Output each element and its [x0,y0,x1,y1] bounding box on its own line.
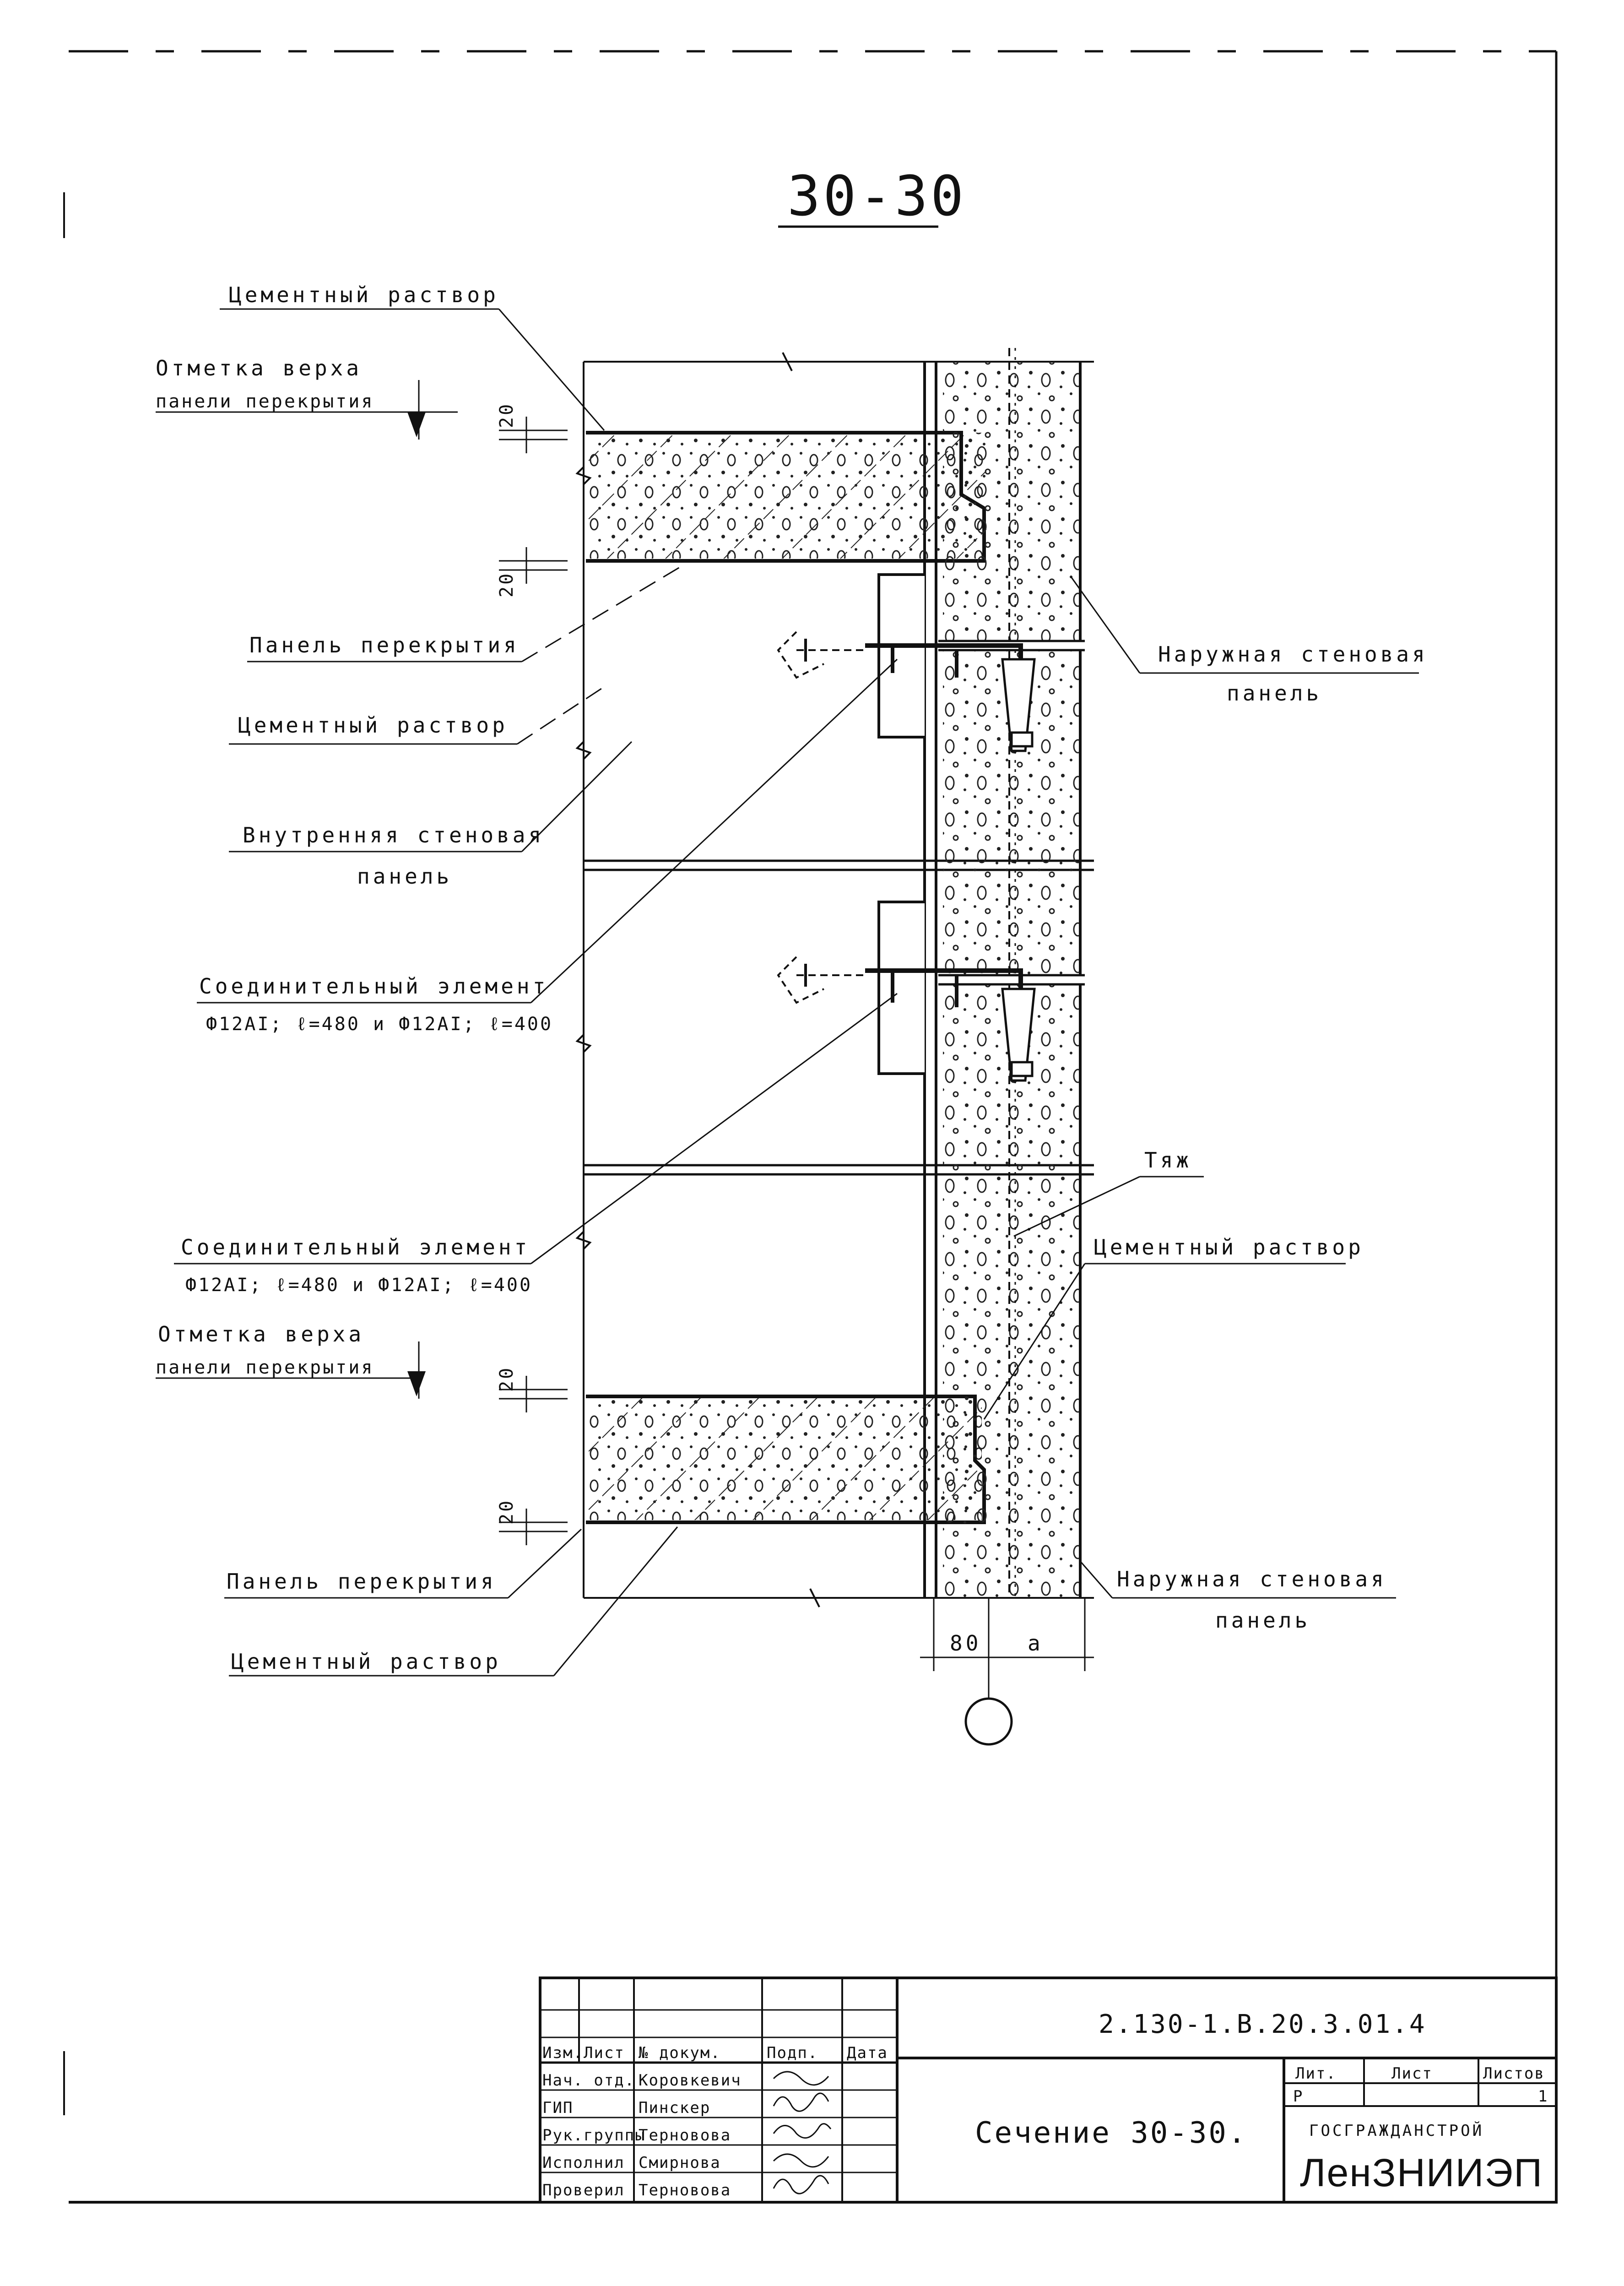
tb-sheet-title: Сечение 30-30. [975,2116,1247,2150]
tb-doc-number: 2.130-1.В.20.3.01.4 [1099,2009,1427,2039]
label-mark-top-line1: Отметка верха [156,356,362,380]
label-outer-wall-top-line2: панель [1227,681,1322,706]
dim-offset: a [1028,1631,1044,1656]
label-inner-wall-line2: панель [357,864,452,889]
tb-name-1: Коровкевич [639,2071,742,2090]
tb-header-change: Изм. [542,2044,584,2062]
label-cement-mortar-top: Цементный раствор [229,282,499,307]
label-connector-1-line1: Соединительный элемент [199,974,548,999]
tb-stage: Р [1293,2087,1303,2106]
axis-marker-circle [964,1697,1013,1746]
label-connector-2-line1: Соединительный элемент [181,1235,530,1260]
tb-header-sign: Подп. [767,2044,818,2062]
tb-role-5: Проверил [542,2181,625,2199]
leader-lines [156,308,1419,1677]
tb-org-top: ГОСГРАЖДАНСТРОЙ [1309,2121,1484,2140]
label-connector-2-line2: Ф12АI; ℓ=480 и Ф12АI; ℓ=400 [185,1275,532,1296]
tb-name-5: Терновова [639,2181,731,2199]
tb-role-4: Исполнил [542,2154,625,2172]
tb-name-3: Терновова [639,2126,731,2145]
dim-gap-bottom-1: 20 [496,1366,517,1392]
tb-role-1: Нач. отд. [542,2071,635,2090]
label-floor-panel-1: Панель перекрытия [249,633,520,657]
label-outer-wall-bottom-line2: панель [1215,1608,1310,1633]
dim-gap-top-1: 20 [496,402,517,428]
tb-sheets: 1 [1538,2087,1548,2106]
tb-role-2: ГИП [542,2099,573,2117]
tb-name-2: Пинскер [639,2099,710,2117]
section-title: 30-30 [787,165,966,228]
tb-header-date: Дата [847,2044,888,2062]
label-mark-bottom-line1: Отметка верха [158,1322,364,1347]
label-mark-bottom-line2: панели перекрытия [156,1357,374,1378]
section-drawing [407,348,1094,1746]
label-floor-panel-2: Панель перекрытия [227,1569,497,1594]
label-outer-wall-top-line1: Наружная стеновая [1158,642,1428,667]
tb-role-3: Рук.группы [542,2126,645,2145]
tb-header-doc: № докум. [639,2044,721,2062]
dim-gap-bottom-2: 20 [496,1499,517,1525]
label-outer-wall-bottom-line1: Наружная стеновая [1117,1567,1387,1591]
dim-gap-top-2: 20 [496,572,517,597]
tb-sheets-header: Листов [1483,2064,1545,2083]
tb-name-4: Смирнова [639,2154,721,2172]
label-connector-1-line2: Ф12АI; ℓ=480 и Ф12АI; ℓ=400 [206,1014,553,1035]
label-inner-wall-line1: Внутренняя стеновая [243,823,544,847]
tb-org-bottom: ЛенЗНИИЭП [1300,2151,1543,2195]
label-cement-mortar-2: Цементный раствор [238,713,508,738]
tb-sheet-header: Лист [1391,2064,1433,2083]
label-cement-mortar-right: Цементный раствор [1094,1235,1364,1260]
label-tie: Тяж [1144,1148,1192,1173]
tb-header-sheet: Лист [584,2044,625,2062]
label-mark-top-line2: панели перекрытия [156,391,374,412]
label-cement-mortar-bottom: Цементный раствор [231,1649,501,1674]
tb-stage-header: Лит. [1295,2064,1337,2083]
dim-wall-width: 80 [950,1631,981,1656]
title-block [539,1976,1558,2204]
